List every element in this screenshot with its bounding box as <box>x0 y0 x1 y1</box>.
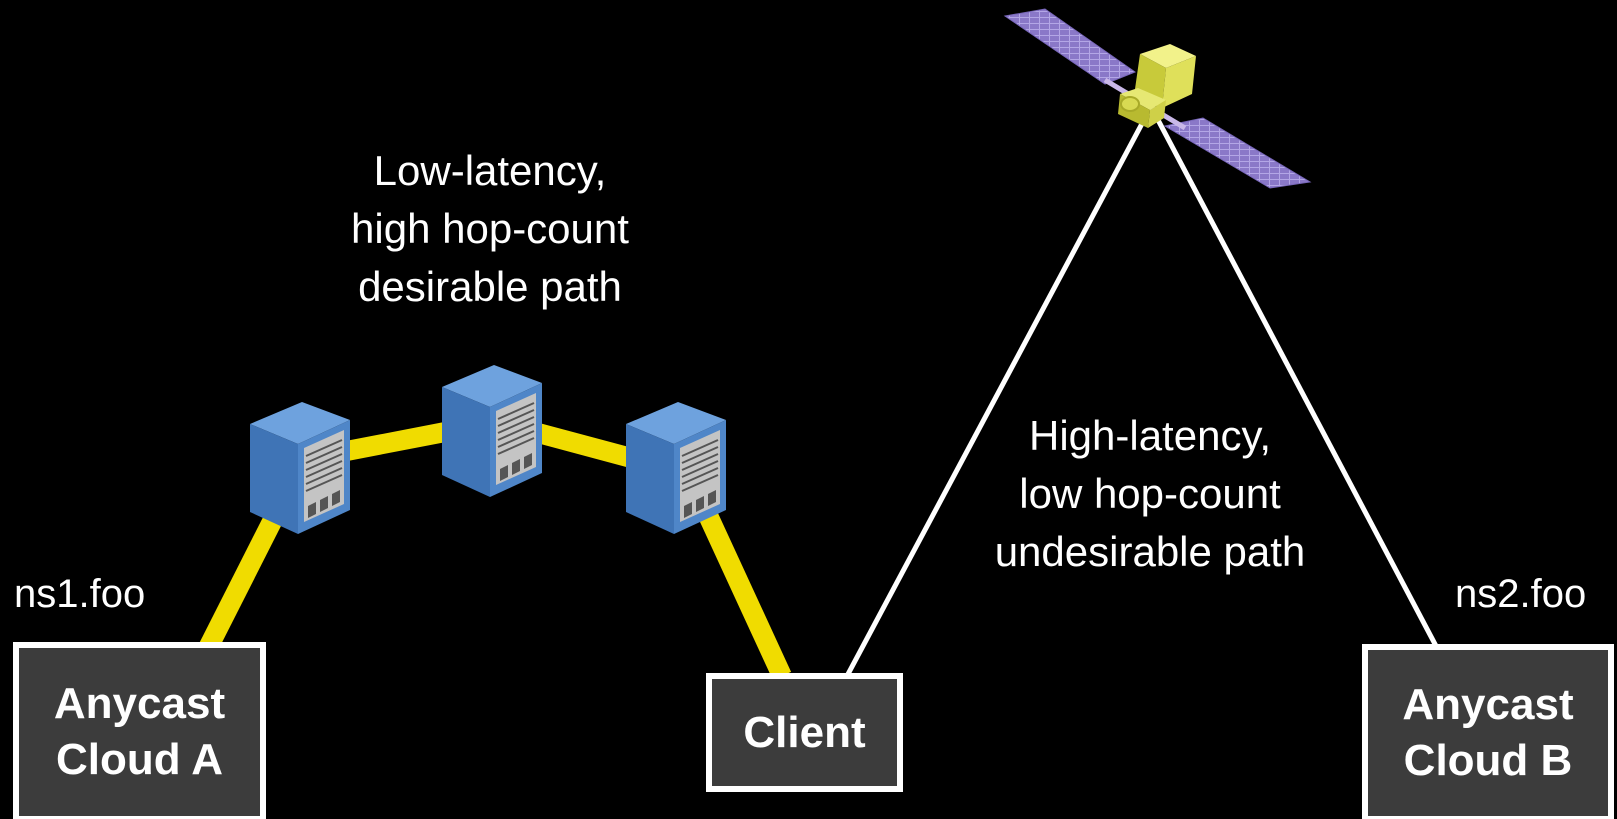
satellite-icon <box>1003 8 1312 189</box>
high-latency-path-label: High-latency, low hop-count undesirable … <box>960 407 1340 581</box>
ns2-hostname: ns2.foo <box>1455 572 1587 616</box>
cloud-a-line-1: Anycast <box>53 679 226 728</box>
high-latency-line-3: undesirable path <box>994 528 1306 575</box>
cloud-b-line-2: Cloud B <box>1403 736 1573 785</box>
anycast-cloud-b-label: Anycast Cloud B <box>1365 647 1611 819</box>
low-latency-line-1: Low-latency, <box>373 147 607 194</box>
low-latency-line-2: high hop-count <box>351 205 629 252</box>
client-label: Client <box>709 676 900 789</box>
anycast-cloud-a-box <box>13 642 266 819</box>
cloud-a-line-2: Cloud A <box>56 735 223 784</box>
server-icon <box>249 401 351 535</box>
anycast-cloud-b-box <box>1362 644 1614 819</box>
client-text: Client <box>743 707 866 757</box>
server-icon <box>441 364 543 498</box>
server-icon <box>625 401 727 535</box>
cloud-b-line-1: Anycast <box>1402 680 1574 729</box>
high-latency-line-1: High-latency, <box>1029 412 1271 459</box>
low-latency-path-label: Low-latency, high hop-count desirable pa… <box>315 142 665 316</box>
satellite-path <box>844 116 1439 678</box>
ns1-hostname: ns1.foo <box>14 572 146 616</box>
low-latency-line-3: desirable path <box>358 263 622 310</box>
client-box <box>706 673 903 792</box>
anycast-cloud-a-label: Anycast Cloud A <box>16 645 263 819</box>
high-latency-line-2: low hop-count <box>1019 470 1281 517</box>
